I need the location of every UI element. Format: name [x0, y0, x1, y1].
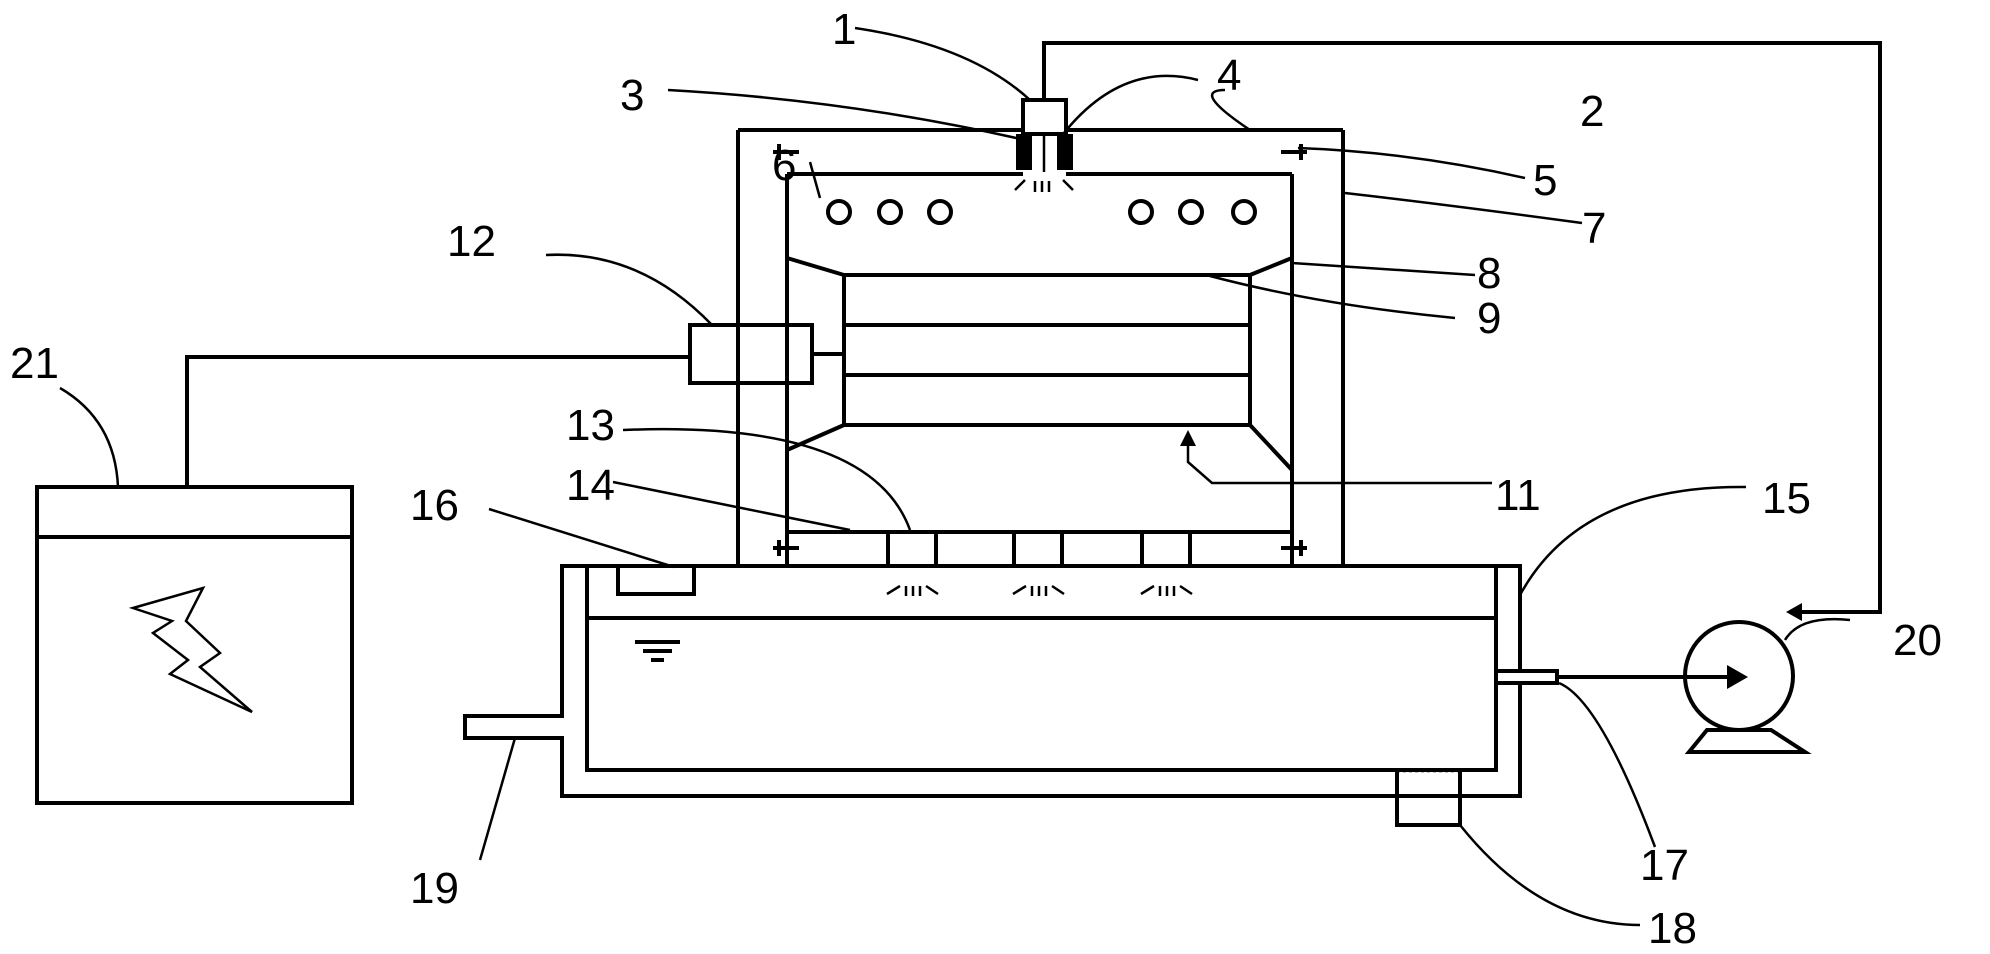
label-4: 4	[1217, 51, 1241, 100]
bolt	[773, 540, 799, 556]
label-8: 8	[1477, 249, 1501, 298]
label-21: 21	[10, 339, 59, 388]
electrode-assembly	[786, 256, 1294, 472]
label-13: 13	[566, 401, 615, 450]
label-19: 19	[410, 864, 459, 913]
label-18: 18	[1648, 904, 1697, 953]
vent-holes	[826, 199, 1257, 225]
label-3: 3	[620, 71, 644, 120]
label-2: 2	[1580, 87, 1604, 136]
label-11: 11	[1495, 471, 1541, 520]
label-9: 9	[1477, 294, 1501, 343]
tank-inlet	[616, 564, 696, 596]
lightning-bolt-icon	[128, 586, 253, 714]
pump-icon	[1683, 620, 1812, 754]
label-17: 17	[1640, 841, 1689, 890]
bolt	[1281, 144, 1307, 160]
return-pipe	[1042, 41, 1882, 614]
top-nozzle	[1014, 98, 1074, 192]
water-level-icon	[635, 640, 680, 662]
bolt	[773, 144, 799, 160]
power-supply	[35, 485, 354, 805]
label-20: 20	[1893, 616, 1942, 665]
electrode-connector	[688, 323, 814, 385]
label-5: 5	[1533, 156, 1557, 205]
label-1: 1	[832, 5, 856, 54]
label-14: 14	[566, 461, 615, 510]
bolt	[1281, 540, 1307, 556]
label-6: 6	[772, 141, 796, 190]
reaction-chamber	[688, 98, 1345, 596]
label-7: 7	[1582, 204, 1606, 253]
label-16: 16	[410, 481, 459, 530]
power-cable	[185, 355, 690, 487]
label-15: 15	[1762, 474, 1811, 523]
label-12: 12	[447, 217, 496, 266]
water-tank	[463, 564, 1559, 827]
